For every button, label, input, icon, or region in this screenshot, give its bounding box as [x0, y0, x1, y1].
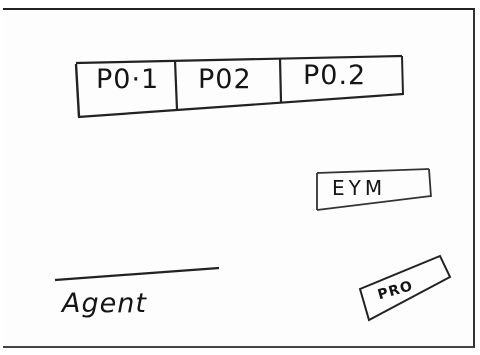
- eym-button-label: EYM: [332, 176, 387, 200]
- tab-p03-label: P0.2: [303, 60, 367, 91]
- tab-p02-label: P02: [198, 64, 252, 95]
- pro-button-label: PRO: [376, 278, 415, 304]
- tab-p02[interactable]: P02: [178, 60, 278, 106]
- sketch-canvas: [3, 8, 475, 348]
- agent-label: Agent: [62, 288, 147, 319]
- tab-p01-label: P0·1: [96, 64, 160, 95]
- tab-p01[interactable]: P0·1: [80, 62, 174, 110]
- pro-button[interactable]: PRO: [362, 258, 448, 316]
- eym-button[interactable]: EYM: [318, 172, 430, 206]
- tab-p03[interactable]: P0.2: [283, 58, 399, 100]
